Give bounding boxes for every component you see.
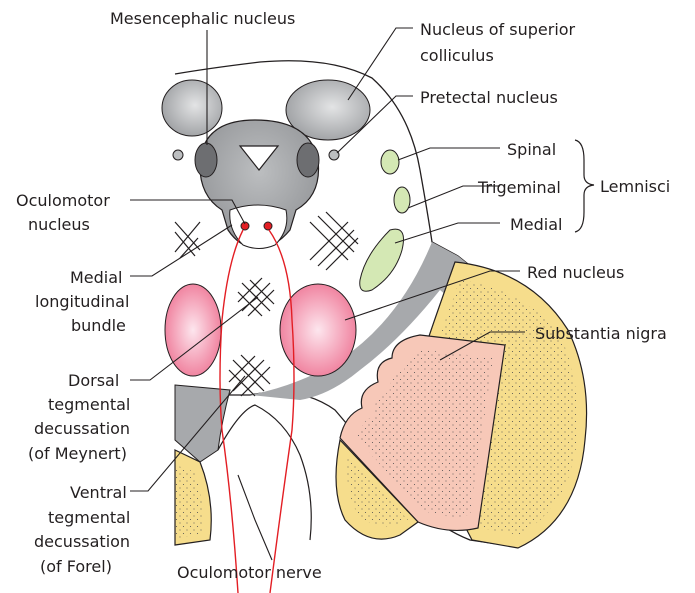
label-mesencephalic-nucleus: Mesencephalic nucleus [110, 9, 295, 28]
label-medial: Medial [510, 215, 563, 234]
label-ventral-tegmental-1: Ventral [70, 483, 127, 502]
label-spinal: Spinal [507, 140, 556, 159]
label-pretectal-nucleus: Pretectal nucleus [420, 88, 558, 107]
label-ventral-tegmental-3: decussation [34, 532, 130, 551]
label-medial-longitudinal-bundle-3: bundle [71, 316, 126, 335]
oculomotor-nucleus-right [264, 222, 272, 230]
label-nucleus-superior-colliculus-2: colliculus [420, 46, 494, 65]
label-dorsal-tegmental-1: Dorsal [68, 371, 119, 390]
superior-colliculus-left [162, 80, 222, 136]
label-lemnisci: Lemnisci [600, 177, 670, 196]
label-substantia-nigra: Substantia nigra [535, 324, 667, 343]
label-medial-longitudinal-bundle-1: Medial [70, 268, 123, 287]
label-dorsal-tegmental-3: decussation [34, 419, 130, 438]
label-nucleus-superior-colliculus-1: Nucleus of superior [420, 20, 576, 39]
pretectal-nucleus [329, 150, 339, 160]
label-oculomotor-nucleus-1: Oculomotor [16, 191, 110, 210]
red-nucleus-right [280, 284, 356, 376]
label-red-nucleus: Red nucleus [527, 263, 624, 282]
pretectal-left [173, 150, 183, 160]
spinal-lemniscus [381, 150, 399, 174]
trigeminal-lemniscus [394, 187, 410, 213]
label-ventral-tegmental-2: tegmental [48, 508, 130, 527]
label-ventral-tegmental-4: (of Forel) [40, 557, 112, 576]
mesencephalic-nucleus-right [297, 143, 319, 177]
lemnisci-brace [575, 140, 594, 232]
mesencephalic-nucleus-left [195, 143, 217, 177]
label-oculomotor-nucleus-2: nucleus [28, 215, 90, 234]
label-oculomotor-nerve: Oculomotor nerve [177, 563, 322, 582]
label-trigeminal: Trigeminal [477, 178, 561, 197]
label-dorsal-tegmental-4: (of Meynert) [28, 444, 127, 463]
label-dorsal-tegmental-2: tegmental [48, 395, 130, 414]
label-medial-longitudinal-bundle-2: longitudinal [35, 292, 129, 311]
